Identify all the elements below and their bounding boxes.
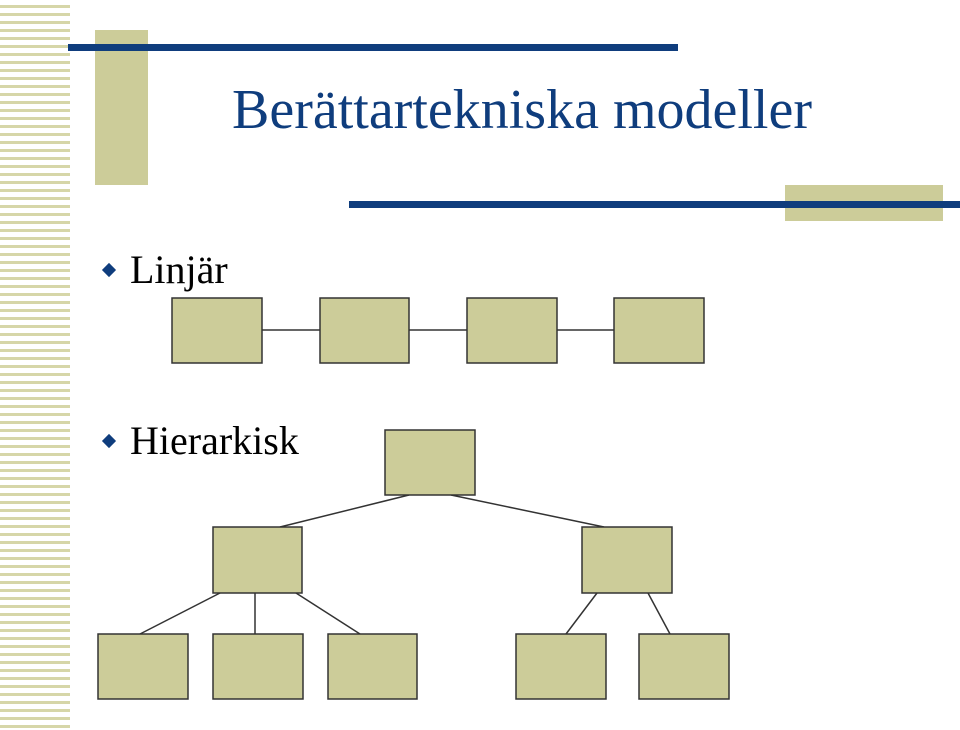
tree-connector <box>647 592 671 635</box>
slide-title: Berättartekniska modeller <box>232 79 812 141</box>
tree-connector <box>279 494 410 528</box>
tree-connector <box>565 592 598 635</box>
bullet-linear: Linjär <box>101 247 228 292</box>
top-accent-bar <box>68 44 678 51</box>
bullet-hierarchical: Hierarkisk <box>101 418 299 463</box>
title-underline-bar <box>349 201 960 208</box>
tree-connector <box>295 592 361 635</box>
tree-level2-node-left <box>212 526 303 594</box>
linear-node-2 <box>319 297 410 364</box>
linear-diagram <box>171 297 705 364</box>
linear-node-3 <box>466 297 558 364</box>
tree-connector <box>450 494 605 528</box>
decorative-stripes <box>0 0 70 730</box>
title-accent-block <box>95 30 148 185</box>
tree-root-node <box>384 429 476 496</box>
tree-leaf-node <box>515 633 607 700</box>
tree-leaf-node <box>327 633 418 700</box>
tree-leaf-node <box>97 633 189 700</box>
hierarchical-diagram <box>97 429 730 700</box>
tree-connector <box>139 592 221 635</box>
tree-leaf-node <box>638 633 730 700</box>
bullet-linear-label: Linjär <box>130 247 228 292</box>
tree-leaf-node <box>212 633 304 700</box>
linear-node-4 <box>613 297 705 364</box>
bullet-hierarchical-label: Hierarkisk <box>130 418 299 463</box>
linear-node-1 <box>171 297 263 364</box>
tree-level2-node-right <box>581 526 673 594</box>
